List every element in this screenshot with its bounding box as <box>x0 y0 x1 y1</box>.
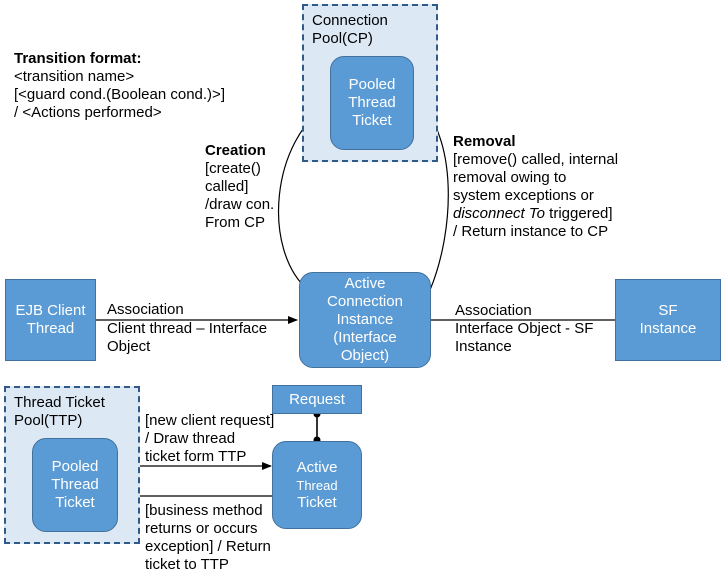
active-thread-line1: Active <box>296 458 338 476</box>
removal-guard-end: disconnect To triggered] <box>453 205 613 223</box>
active-thread-line3: Ticket <box>297 493 337 511</box>
new-request-label: [new client request] / Draw thread ticke… <box>145 412 275 465</box>
legend-line-name: <transition name> <box>14 68 135 85</box>
association-right-label: Association <box>455 302 532 319</box>
removal-actions: / Return instance to CP <box>453 223 609 240</box>
legend-line-guard: [<guard cond.(Boolean cond.)>] <box>14 86 225 103</box>
association-right-detail: Interface Object - SF Instance <box>455 320 594 355</box>
creation-label: Creation <box>205 142 266 159</box>
request-box: Request <box>272 385 362 414</box>
active-thread-ticket: Active Thread Ticket <box>272 441 362 529</box>
removal-guard-italic: disconnect To <box>453 205 546 222</box>
connection-pool-title: Connection Pool(CP) <box>312 12 388 47</box>
creation-actions: /draw con. From CP <box>205 196 275 231</box>
active-connection-instance: Active Connection Instance (Interface Ob… <box>299 272 431 368</box>
active-thread-line2: Thread <box>296 477 338 493</box>
removal-guard: [remove() called, internal removal owing… <box>453 151 619 204</box>
ttp-pooled-thread-ticket: Pooled Thread Ticket <box>32 438 118 532</box>
business-method-label: [business method returns or occurs excep… <box>145 502 271 573</box>
association-left-detail: Client thread – Interface Object <box>107 320 268 355</box>
association-left-label: Association <box>107 301 184 318</box>
ejb-client-thread: EJB Client Thread <box>5 279 96 361</box>
removal-label: Removal <box>453 133 516 150</box>
removal-guard-tail: triggered] <box>545 205 613 222</box>
cp-pooled-thread-ticket: Pooled Thread Ticket <box>330 56 414 150</box>
legend-line-actions: / <Actions performed> <box>14 104 162 121</box>
thread-ticket-pool-title: Thread Ticket Pool(TTP) <box>14 394 105 429</box>
sf-instance: SF Instance <box>615 279 721 361</box>
legend-title: Transition format: <box>14 50 142 67</box>
creation-guard: [create() called] <box>205 160 261 195</box>
